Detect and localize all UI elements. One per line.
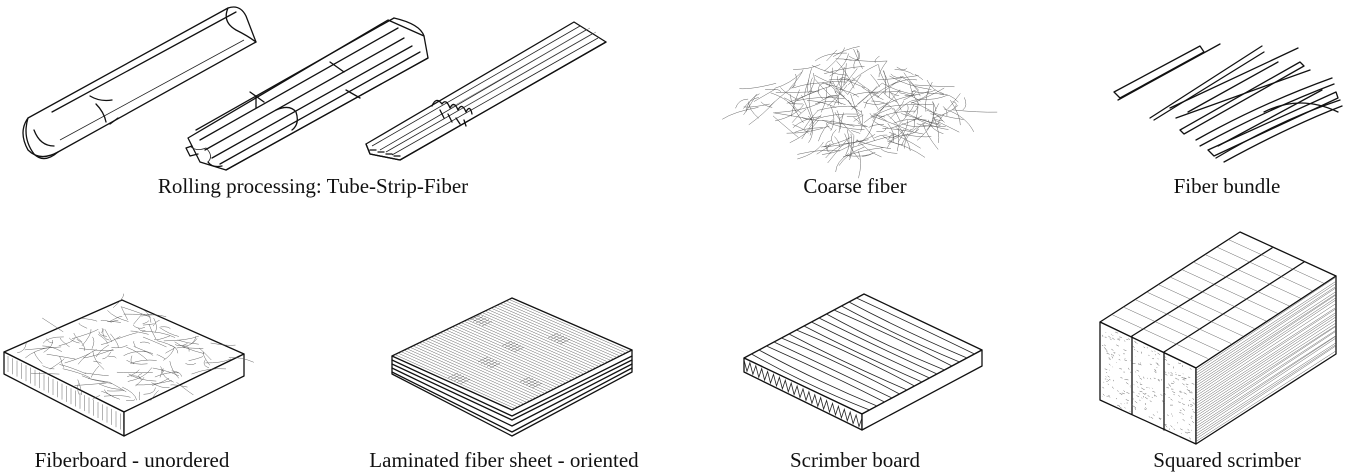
flattened-strip-icon xyxy=(365,21,607,161)
caption-fiber-bundle: Fiber bundle xyxy=(1173,174,1281,198)
caption-scrimber-board: Scrimber board xyxy=(789,448,921,472)
squared-scrimber-block-icon xyxy=(1099,231,1337,445)
caption-laminated-sheet: Laminated fiber sheet - oriented xyxy=(369,448,639,472)
tube-icon xyxy=(22,6,257,160)
caption-rolling-processing: Rolling processing: Tube-Strip-Fiber xyxy=(157,174,469,198)
coarse-fiber-mesh-icon xyxy=(722,46,998,179)
scrimber-board-icon xyxy=(743,293,983,431)
laminated-stack-icon xyxy=(391,297,633,437)
fiber-bundle-icon xyxy=(1113,43,1343,163)
caption-coarse-fiber: Coarse fiber xyxy=(803,174,907,198)
fiberboard-slab-icon xyxy=(3,293,254,437)
split-strip-icon xyxy=(185,17,429,171)
caption-squared-scrimber: Squared scrimber xyxy=(1153,448,1301,472)
caption-fiberboard: Fiberboard - unordered xyxy=(34,448,230,472)
